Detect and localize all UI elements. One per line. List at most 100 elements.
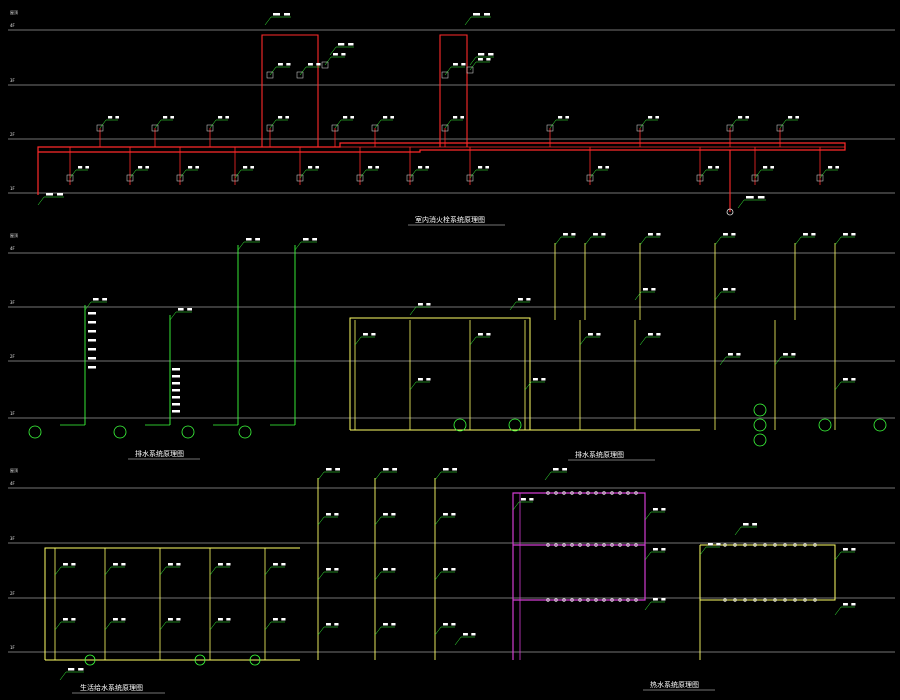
label-text-block xyxy=(195,166,199,169)
fire-hydrant-symbol xyxy=(546,124,554,132)
fixture-tag xyxy=(88,339,96,342)
label-text-block xyxy=(443,468,449,471)
label-text-block xyxy=(757,196,765,199)
label-text-block xyxy=(383,116,388,119)
label-text-block xyxy=(218,563,223,566)
fixture-tag xyxy=(88,330,96,333)
drainage-diagram xyxy=(28,233,887,447)
leader-line xyxy=(509,301,517,311)
hot-water-fixture-node xyxy=(610,598,614,602)
leader-line xyxy=(699,169,707,179)
label-text-block xyxy=(363,333,368,336)
fire-hydrant-symbol xyxy=(266,124,274,132)
label-text-block xyxy=(655,116,659,119)
fire-riser-left xyxy=(261,34,319,147)
hot-water-fixture-node xyxy=(783,543,787,547)
hot-water-fixture-node xyxy=(803,598,807,602)
label-text-block xyxy=(478,166,483,169)
label-text-block xyxy=(731,288,736,291)
label-text-block xyxy=(308,166,313,169)
leader-line xyxy=(834,381,842,391)
fire-hydrant-symbol xyxy=(696,174,704,182)
leader-line xyxy=(544,471,552,481)
label-text-block xyxy=(526,298,531,301)
floor-level-label: 4F xyxy=(10,246,15,251)
water-meter-symbol xyxy=(84,654,96,666)
label-text-block xyxy=(451,623,456,626)
label-text-block xyxy=(168,618,173,621)
label-text-block xyxy=(418,303,423,306)
fire-hydrant-symbol xyxy=(816,174,824,182)
hot-water-fixture-node xyxy=(793,598,797,602)
label-text-block xyxy=(533,378,538,381)
label-text-block xyxy=(383,513,388,516)
fire-hydrant-symbol xyxy=(151,124,159,132)
leader-line xyxy=(374,471,382,481)
leader-line xyxy=(454,636,462,646)
label-text-block xyxy=(485,166,489,169)
label-text-block xyxy=(708,543,713,546)
label-text-block xyxy=(255,238,260,241)
label-text-block xyxy=(596,333,601,336)
fire-hydrant-symbol xyxy=(751,174,759,182)
leader-line xyxy=(734,526,742,536)
hot-water-fixture-node xyxy=(733,543,737,547)
label-text-block xyxy=(246,238,252,241)
leader-line xyxy=(469,61,477,71)
leader-line xyxy=(469,56,477,66)
fire-hydrant-symbol xyxy=(66,174,74,182)
label-text-block xyxy=(443,513,448,516)
hot-water-loop-lower xyxy=(513,545,646,601)
inspection-well-symbol xyxy=(753,418,767,432)
label-text-block xyxy=(71,563,76,566)
label-text-block xyxy=(478,53,485,56)
hot-water-title: 热水系统原理图 xyxy=(650,680,699,689)
hot-water-fixture-node xyxy=(753,598,757,602)
leader-line xyxy=(209,119,217,129)
label-text-block xyxy=(851,548,856,551)
hot-water-unit-2-frame xyxy=(699,544,836,601)
fixture-tag xyxy=(172,368,180,371)
hot-water-fixture-node xyxy=(618,543,622,547)
leader-line xyxy=(269,66,277,76)
water-supply-diagram xyxy=(44,468,476,681)
hot-water-fixture-node xyxy=(610,543,614,547)
label-text-block xyxy=(348,43,354,46)
leader-line xyxy=(644,511,652,521)
label-text-block xyxy=(391,513,396,516)
leader-line xyxy=(434,471,442,481)
label-text-block xyxy=(488,53,494,56)
fire-hydrant-symbol xyxy=(331,124,339,132)
label-text-block xyxy=(843,548,848,551)
label-text-block xyxy=(335,468,340,471)
label-text-block xyxy=(661,548,666,551)
leader-line xyxy=(264,621,272,631)
hot-water-fixture-node xyxy=(578,491,582,495)
label-text-block xyxy=(273,13,280,16)
leader-line xyxy=(317,516,325,526)
label-text-block xyxy=(303,238,309,241)
leader-line xyxy=(317,571,325,581)
fire-hydrant-symbol xyxy=(231,174,239,182)
label-text-block xyxy=(392,468,397,471)
leader-line xyxy=(129,169,137,179)
hot-water-fixture-node xyxy=(554,543,558,547)
drainage-title-right: 排水系统原理图 xyxy=(575,450,624,459)
fixture-tag xyxy=(172,403,180,406)
leader-line xyxy=(644,601,652,611)
label-text-block xyxy=(563,233,568,236)
hot-water-fixture-node xyxy=(618,598,622,602)
label-text-block xyxy=(226,618,231,621)
inspection-well-symbol xyxy=(508,418,522,432)
label-text-block xyxy=(286,63,291,66)
label-text-block xyxy=(743,523,749,526)
inspection-well-symbol xyxy=(238,425,252,439)
label-text-block xyxy=(463,633,468,636)
label-text-block xyxy=(315,166,319,169)
fire-hydrant-symbol xyxy=(586,174,594,182)
hot-water-fixture-node xyxy=(723,543,727,547)
fire-inlet-valve xyxy=(726,208,734,216)
label-text-block xyxy=(452,468,457,471)
label-text-block xyxy=(648,116,653,119)
inspection-well-symbol xyxy=(753,403,767,417)
